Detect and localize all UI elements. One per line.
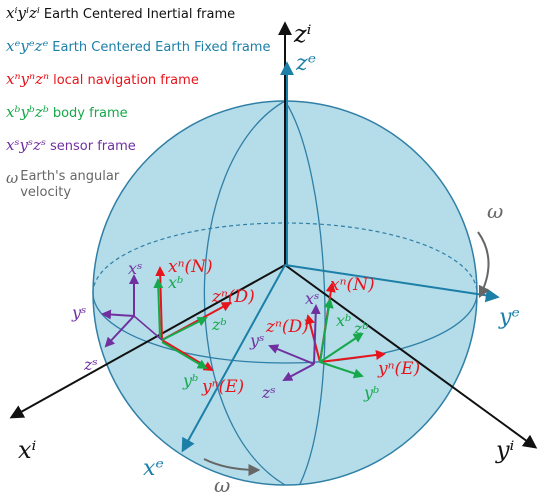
legend-nav-symbol: xⁿyⁿzⁿ	[6, 70, 50, 88]
right-body-z-arrow	[319, 332, 364, 363]
right-body-x-arrow	[319, 298, 334, 363]
right-body-z-label: zᵇ	[353, 319, 369, 338]
right-sensor-x-label: xˢ	[305, 289, 319, 308]
left-body-x-label: xᵇ	[168, 273, 183, 292]
right-sensor-z-label: zˢ	[261, 383, 276, 402]
right-sensor-x-arrow	[310, 304, 321, 365]
legend-sensor: xˢyˢzˢ sensor frame	[6, 136, 306, 169]
frame-right: xⁿ(N) zⁿ(D) yⁿ(E) xᵇ zᵇ yᵇ xˢ yˢ zˢ	[249, 275, 420, 402]
left-body-y-arrow	[161, 341, 208, 370]
legend-sensor-symbol: xˢyˢzˢ	[6, 136, 46, 154]
left-sensor-x-label: xˢ	[128, 259, 142, 278]
legend-ecef-text: Earth Centered Earth Fixed frame	[52, 40, 271, 55]
left-sensor-link	[133, 315, 163, 341]
xe-axis	[181, 264, 286, 453]
meridian-1	[203, 100, 286, 486]
left-sensor-z-arrow	[104, 315, 135, 348]
left-nav-z-label: zⁿ(D)	[211, 287, 255, 307]
legend-omega-symbol: ω	[6, 169, 19, 187]
ye-label: yᵉ	[498, 305, 520, 330]
yi-axis	[284, 264, 538, 449]
right-nav-z-label: zⁿ(D)	[265, 317, 309, 337]
yi-label: yⁱ	[495, 436, 515, 464]
legend-sensor-text: sensor frame	[50, 139, 136, 154]
right-body-y-arrow	[319, 361, 364, 379]
equator-back	[92, 222, 478, 294]
omega-arc-right	[477, 231, 490, 299]
xi-label: xⁱ	[18, 436, 37, 464]
right-nav-y-label: yⁿ(E)	[377, 359, 420, 379]
left-sensor-y-arrow	[101, 309, 135, 320]
right-sensor-y-label: yˢ	[249, 331, 264, 350]
meridian-2	[284, 100, 326, 485]
left-body-z-label: zᵇ	[211, 315, 227, 334]
legend-omega-text: Earth's angular velocity	[20, 169, 120, 200]
ye-axis	[284, 264, 500, 303]
right-body-y-label: yᵇ	[363, 383, 379, 402]
left-sensor-z-label: zˢ	[83, 355, 98, 374]
right-sensor-y-arrow	[268, 344, 315, 365]
legend-body-symbol: xᵇyᵇzᵇ	[6, 103, 49, 121]
frame-left: xⁿ(N) zⁿ(D) yⁿ(E) xᵇ zᵇ yᵇ xˢ yˢ zˢ	[71, 257, 255, 397]
omega-label-bottom: ω	[214, 473, 230, 496]
equator-front	[92, 292, 478, 364]
left-nav-y-label: yⁿ(E)	[201, 377, 244, 397]
left-body-x-arrow	[153, 278, 164, 339]
left-nav-x-label: xⁿ(N)	[168, 257, 213, 277]
xe-label: xᵉ	[143, 456, 164, 481]
zi-label: zⁱ	[293, 20, 312, 48]
xi-axis	[9, 264, 286, 419]
left-sensor-y-label: yˢ	[71, 303, 86, 322]
legend-inertial-text: Earth Centered Inertial frame	[43, 7, 236, 22]
omega-arc-bottom	[203, 458, 261, 476]
left-body-y-label: yᵇ	[182, 371, 198, 390]
ze-label: zᵉ	[295, 51, 316, 76]
legend-inertial-symbol: xⁱyⁱzⁱ	[6, 4, 40, 22]
left-body-z-arrow	[161, 317, 208, 341]
right-sensor-z-arrow	[282, 363, 315, 381]
right-body-x-label: xᵇ	[336, 311, 351, 330]
right-nav-y-arrow	[319, 350, 386, 363]
right-nav-x-label: xⁿ(N)	[330, 275, 375, 295]
legend-nav-text: local navigation frame	[53, 73, 199, 88]
omega-label-right: ω	[487, 199, 503, 223]
legend-ecef-symbol: xᵉyᵉzᵉ	[6, 37, 49, 55]
legend-body-text: body frame	[52, 106, 128, 121]
